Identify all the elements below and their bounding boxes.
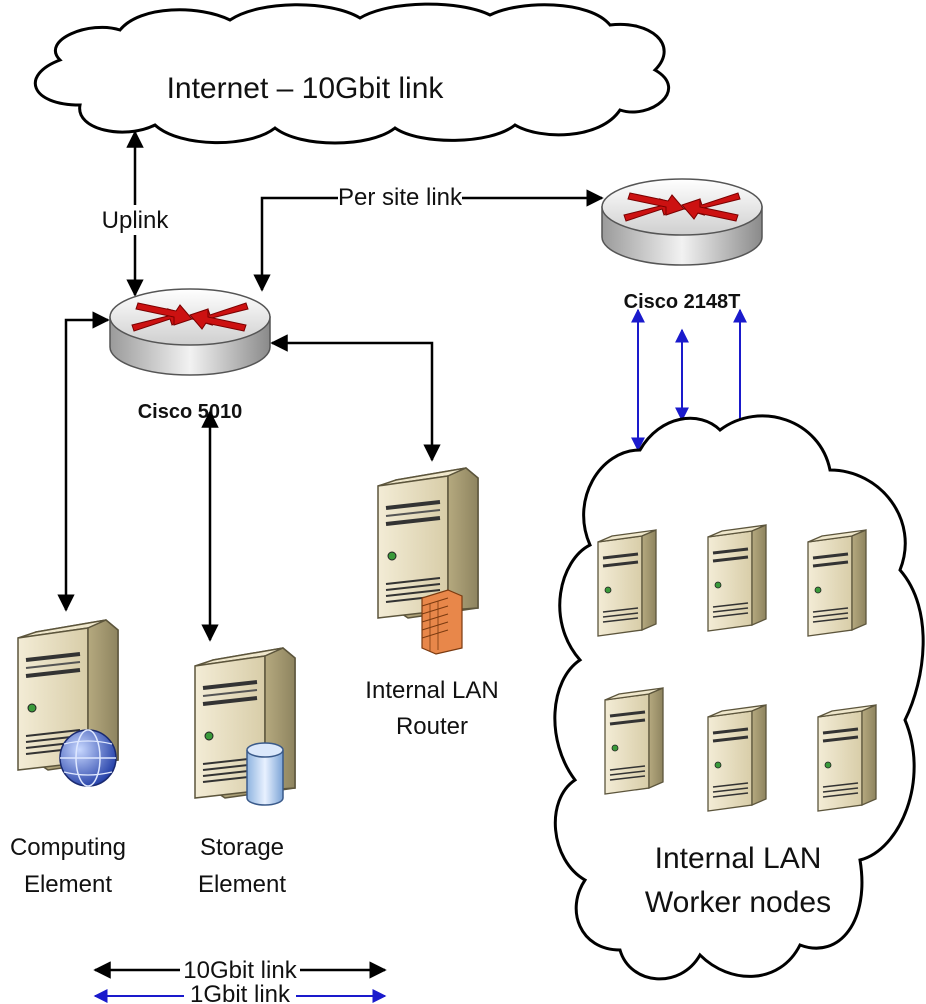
per-site-link-label: Per site link bbox=[338, 184, 463, 211]
firewall-icon bbox=[421, 589, 463, 655]
internal-lan-router-label-line1: Internal LAN bbox=[365, 677, 498, 704]
worker-node-server-icon bbox=[603, 686, 665, 796]
link-5010-to-computing bbox=[57, 311, 110, 612]
worker-cloud-label-line2: Worker nodes bbox=[645, 886, 831, 919]
internal-lan-router-server-icon bbox=[376, 466, 480, 655]
computing-element-server-icon bbox=[16, 618, 120, 787]
computing-element-label-line1: Computing bbox=[10, 834, 126, 861]
worker-node-server-icon bbox=[806, 528, 868, 638]
link-5010-to-lan-router bbox=[270, 334, 441, 462]
legend: 10Gbit link 1Gbit link bbox=[93, 956, 387, 1004]
cisco-2148t-router-icon bbox=[601, 178, 763, 266]
storage-element-label-line2: Element bbox=[198, 871, 286, 898]
cisco-5010-router-icon bbox=[109, 288, 271, 376]
worker-node-server-icon bbox=[706, 703, 768, 813]
internal-lan-router-label-line2: Router bbox=[396, 713, 468, 740]
cisco-5010-label: Cisco 5010 bbox=[138, 401, 243, 423]
storage-element-label-line1: Storage bbox=[200, 834, 284, 861]
storage-element-server-icon bbox=[193, 646, 297, 806]
worker-node-server-icon bbox=[596, 528, 658, 638]
worker-node-server-icon bbox=[706, 523, 768, 633]
legend-10gbit-label: 10Gbit link bbox=[183, 957, 297, 984]
per-site-link-line bbox=[253, 189, 604, 292]
internet-label: Internet – 10Gbit link bbox=[167, 72, 445, 105]
internet-cloud bbox=[33, 2, 671, 145]
computing-element-label-line2: Element bbox=[24, 871, 112, 898]
legend-1gbit-label: 1Gbit link bbox=[190, 981, 291, 1004]
worker-cloud-label-line1: Internal LAN bbox=[655, 842, 822, 875]
cisco-2148t-label: Cisco 2148T bbox=[624, 291, 741, 313]
globe-icon bbox=[59, 729, 117, 787]
uplink-label: Uplink bbox=[102, 207, 170, 234]
database-icon bbox=[246, 742, 284, 806]
worker-node-server-icon bbox=[816, 703, 878, 813]
